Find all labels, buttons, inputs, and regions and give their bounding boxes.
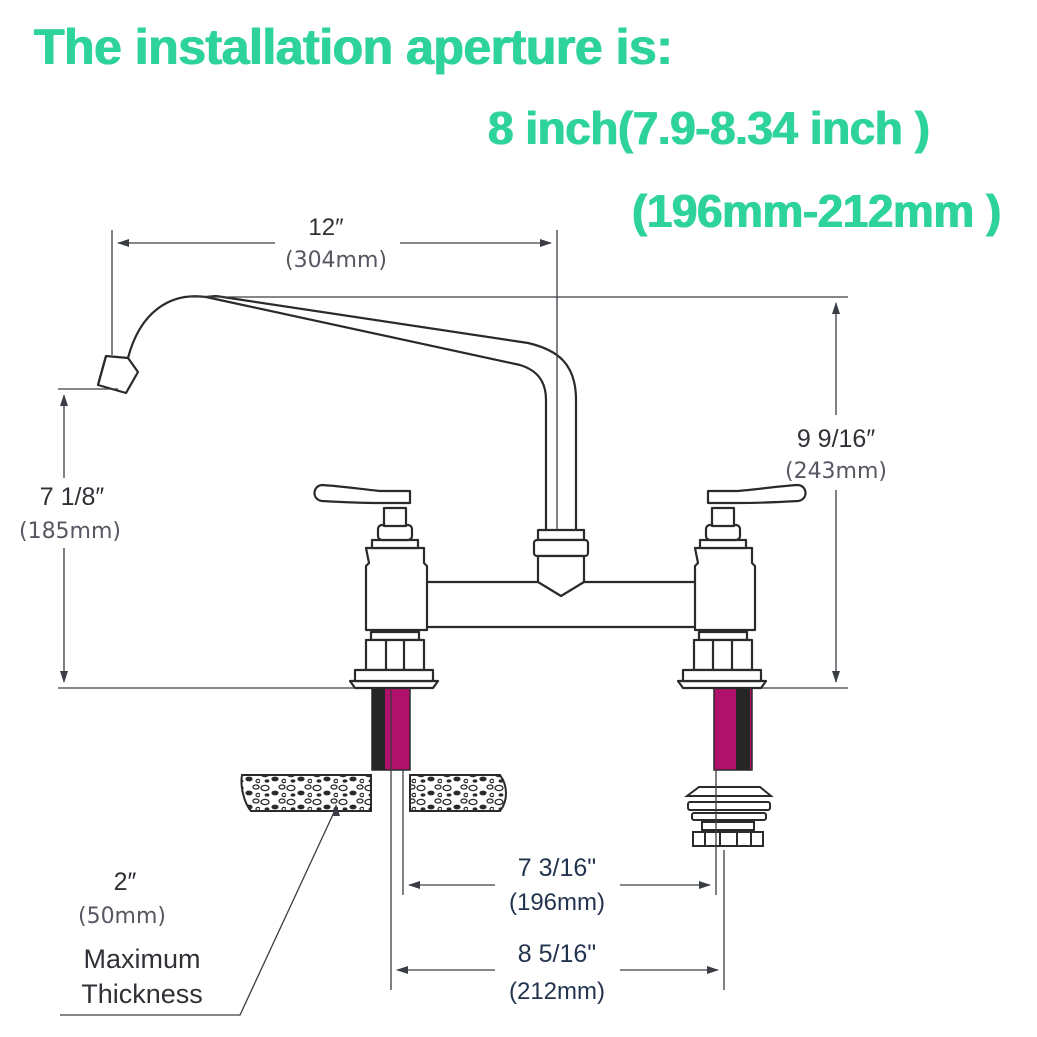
thickness-label-line1: Maximum bbox=[83, 944, 200, 974]
overall-height-imperial: 9 9/16″ bbox=[797, 425, 876, 453]
left-handle bbox=[313, 483, 412, 505]
spout-clearance-imperial: 7 1/8″ bbox=[40, 483, 105, 511]
thickness-label-line2: Thickness bbox=[81, 979, 203, 1009]
countertop bbox=[240, 774, 507, 812]
right-shank bbox=[713, 687, 753, 771]
dimension-lines bbox=[58, 230, 848, 1016]
spout-clearance-metric: (185mm) bbox=[19, 519, 121, 544]
overall-height-metric: (243mm) bbox=[785, 459, 887, 484]
mounting-nut bbox=[684, 786, 774, 847]
thickness-imperial: 2″ bbox=[114, 868, 137, 896]
dimension-labels: 12″ (304mm) 9 9/16″ (243mm) 7 1/8″ (185m… bbox=[19, 214, 887, 1009]
outer-spacing-imperial: 8 5/16" bbox=[518, 940, 596, 968]
outer-spacing-metric: (212mm) bbox=[509, 978, 605, 1005]
spout-reach-imperial: 12″ bbox=[308, 214, 344, 241]
faucet-body bbox=[96, 294, 807, 690]
inner-spacing-metric: (196mm) bbox=[509, 889, 605, 916]
thickness-metric: (50mm) bbox=[78, 904, 166, 929]
spout-reach-metric: (304mm) bbox=[285, 248, 387, 273]
inner-spacing-imperial: 7 3/16" bbox=[518, 854, 596, 882]
right-handle bbox=[706, 483, 807, 505]
right-valve-body bbox=[693, 546, 757, 632]
headline-aperture-mm: (196mm-212mm ) bbox=[632, 185, 1001, 237]
headline-aperture: The installation aperture is: bbox=[34, 19, 673, 75]
headline-aperture-inch: 8 inch(7.9-8.34 inch ) bbox=[488, 102, 930, 154]
left-valve-body bbox=[364, 546, 429, 632]
